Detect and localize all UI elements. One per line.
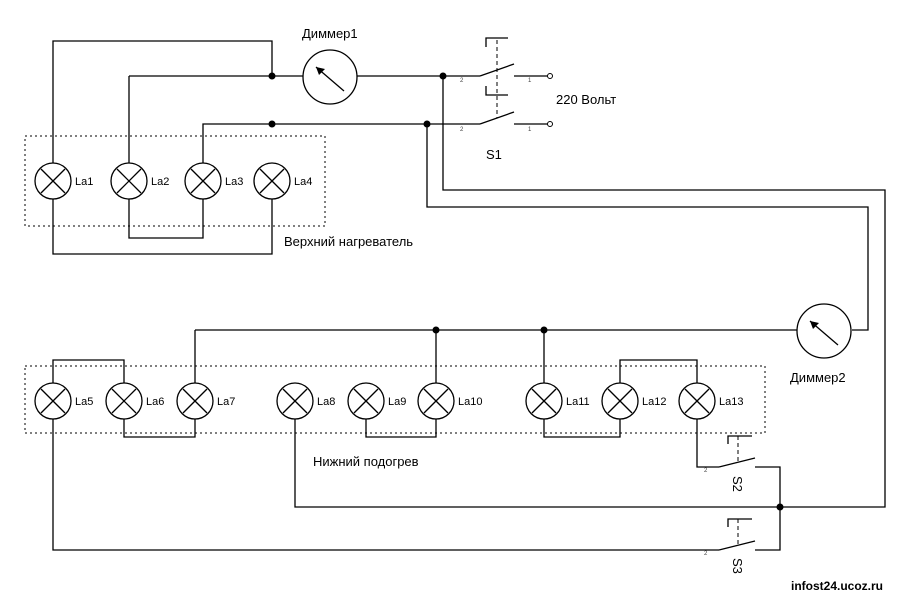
s1-switch [479,37,553,127]
lamp-label: La1 [75,176,93,188]
s2-switch [718,435,781,551]
lower-wiring [52,329,797,551]
lamp-la9: La9 [347,382,406,420]
dimmer1-symbol [302,49,358,105]
lamp-la11: La11 [525,382,590,420]
dimmer2-label: Диммер2 [790,370,846,385]
s3-switch [718,518,756,551]
lamp-label: La9 [388,396,406,408]
voltage-label: 220 Вольт [556,92,616,107]
s1-label: S1 [486,147,502,162]
watermark: infost24.ucoz.ru [791,579,883,593]
lamp-la8: La8 [276,382,335,420]
s3-pin-2: 2 [704,551,708,557]
lamp-la3: La3 [184,162,243,200]
s2-label: S2 [730,476,745,492]
lamp-label: La2 [151,176,169,188]
upper-heater-label: Верхний нагреватель [284,234,413,249]
junction-dots [268,72,784,511]
lamp-la4: La4 [253,162,312,200]
upper-heater-box [24,135,326,227]
lower-heater-label: Нижний подогрев [313,454,419,469]
lamp-la7: La7 [176,382,235,420]
lamp-label: La6 [146,396,164,408]
s1-pin-1-top: 1 [528,78,532,84]
lamp-la12: La12 [601,382,666,420]
lamp-label: La8 [317,396,335,408]
lamp-label: La12 [642,396,666,408]
lamp-label: La10 [458,396,482,408]
lamp-label: La13 [719,396,743,408]
dimmer1-label: Диммер1 [302,26,358,41]
lamp-label: La3 [225,176,243,188]
lamp-la6: La6 [105,382,164,420]
s1-pin-1-bottom: 1 [528,127,532,133]
upper-wiring [52,40,886,508]
lamp-la10: La10 [417,382,482,420]
s3-label: S3 [730,558,745,574]
lamp-label: La11 [566,396,590,408]
lamp-label: La4 [294,176,312,188]
lamp-la5: La5 [34,382,93,420]
lamp-la13: La13 [678,382,743,420]
s1-pin-2-bottom: 2 [460,127,464,133]
lamp-la2: La2 [110,162,169,200]
lamp-label: La5 [75,396,93,408]
dimmer2-symbol [796,303,852,359]
lamp-label: La7 [217,396,235,408]
s1-pin-2-top: 2 [460,78,464,84]
lower-heater-box [24,365,766,434]
s2-pin-2: 2 [704,468,708,474]
lamp-la1: La1 [34,162,93,200]
